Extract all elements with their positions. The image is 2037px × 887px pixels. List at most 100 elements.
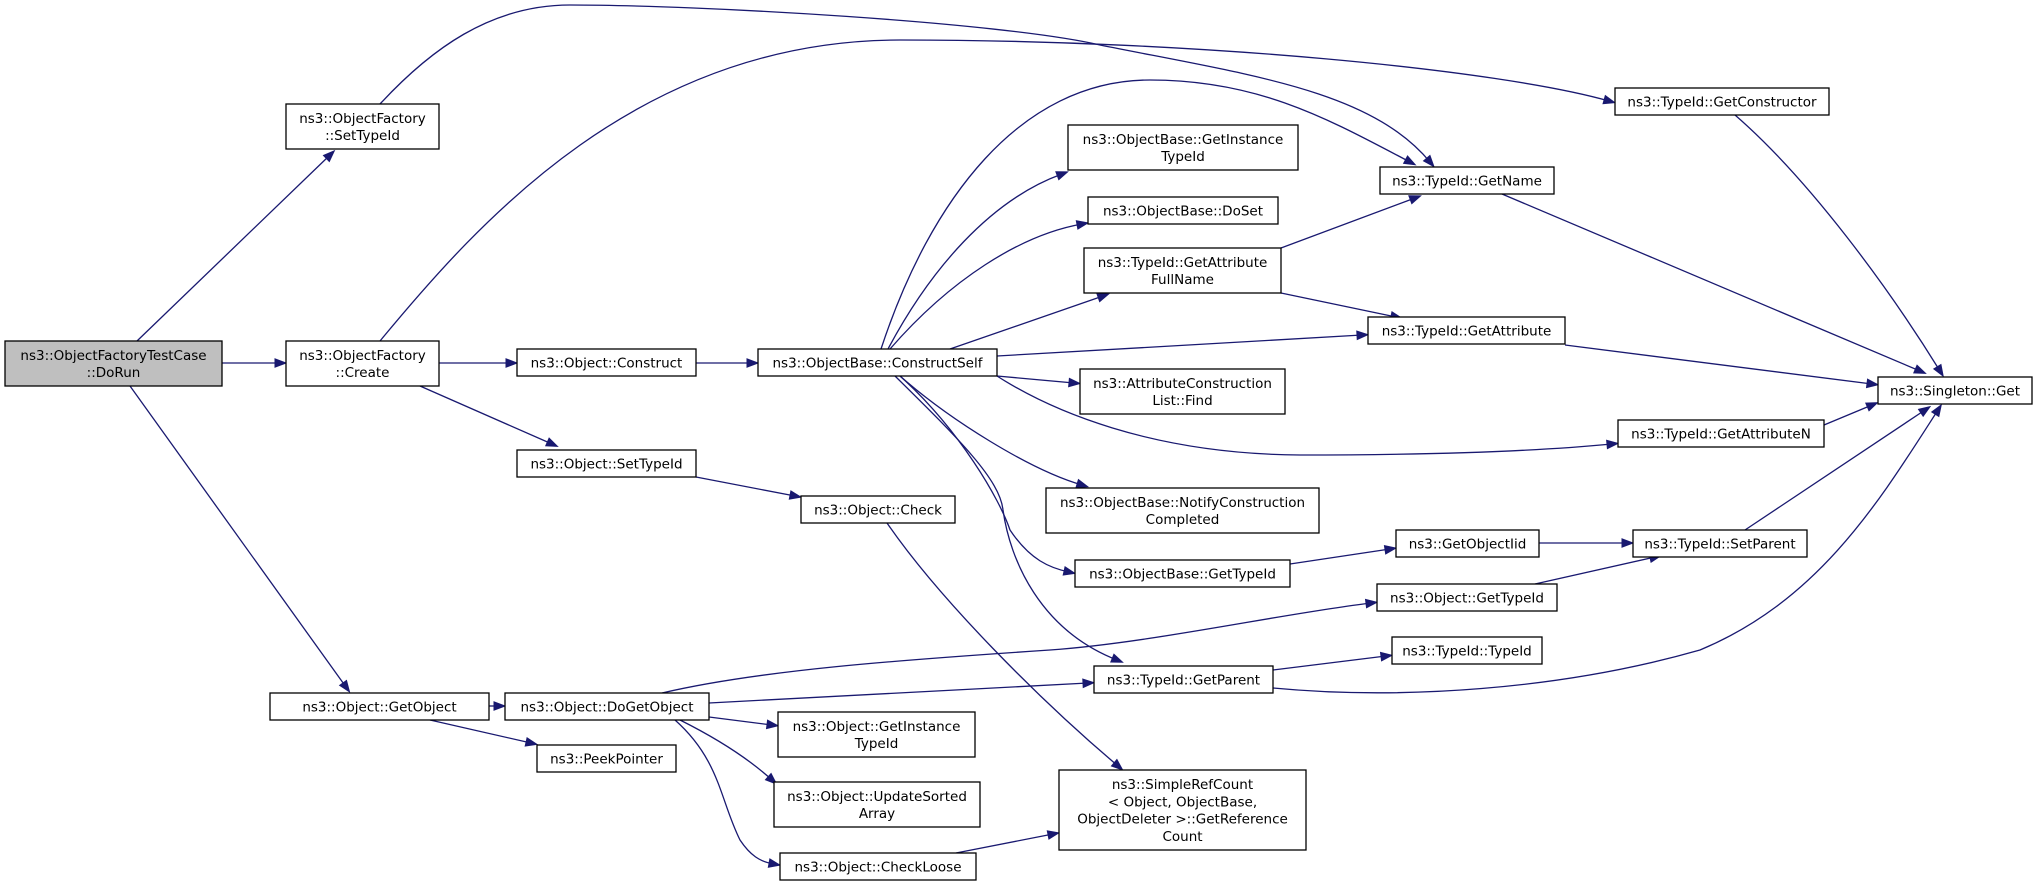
node-create[interactable]: ns3::ObjectFactory::Create (285, 340, 440, 387)
arrowhead-getname-to-singleton_get (1913, 364, 1927, 374)
node-dorun[interactable]: ns3::ObjectFactoryTestCase::DoRun (4, 340, 223, 387)
node-getattribute[interactable]: ns3::TypeId::GetAttribute (1367, 316, 1566, 345)
edge-constructself-to-getname (880, 79, 1411, 350)
node-singleton_get[interactable]: ns3::Singleton::Get (1877, 376, 2033, 405)
node-label: FullName (1151, 272, 1214, 288)
node-label: ns3::Object::GetObject (302, 700, 456, 716)
edge-constructself-to-getattrfullname (949, 295, 1104, 350)
node-construct[interactable]: ns3::Object::Construct (516, 348, 697, 377)
node-setparent[interactable]: ns3::TypeId::SetParent (1632, 529, 1808, 558)
node-constructself[interactable]: ns3::ObjectBase::ConstructSelf (757, 348, 998, 377)
node-box (777, 711, 976, 758)
node-getobject[interactable]: ns3::Object::GetObject (269, 692, 490, 721)
node-box (1395, 529, 1540, 558)
node-obj_gettypeid[interactable]: ns3::Object::GetTypeId (1376, 583, 1558, 612)
arrowhead-getobjectiid-to-setparent (1621, 538, 1635, 548)
edge-ob_gettypeid-to-getobjectiid (1289, 548, 1391, 565)
node-getparent[interactable]: ns3::TypeId::GetParent (1093, 665, 1274, 694)
node-label: ns3::TypeId::GetConstructor (1627, 95, 1817, 111)
edge-getparent-to-typeid_typeid (1272, 655, 1387, 671)
node-label: TypeId (854, 736, 899, 752)
arrowhead-checkloose-to-simplerefcount (1046, 830, 1061, 840)
node-box (757, 348, 998, 377)
node-box (800, 495, 956, 524)
node-label: ns3::SimpleRefCount (1112, 777, 1253, 793)
node-label: ns3::Object::GetTypeId (1390, 591, 1544, 607)
arrowhead-constructself-to-getattributen (1606, 439, 1620, 450)
edge-dorun-to-settypeid_factory (136, 154, 331, 342)
node-label: ns3::ObjectFactory (299, 111, 426, 127)
arrowhead-dogetobject-to-getparent (1082, 678, 1096, 689)
arrowhead-getconstructor-to-singleton_get (1932, 363, 1944, 378)
node-label: ns3::ObjectBase::DoSet (1103, 204, 1263, 220)
edge-getname-to-singleton_get (1501, 193, 1921, 372)
arrowhead-constructself-to-getattribute (1356, 330, 1370, 341)
node-check[interactable]: ns3::Object::Check (800, 495, 956, 524)
node-label: ns3::ObjectFactory (299, 348, 426, 364)
node-box (1067, 124, 1299, 171)
node-box (779, 852, 977, 881)
node-getname[interactable]: ns3::TypeId::GetName (1379, 166, 1555, 195)
node-obj_settypeid[interactable]: ns3::Object::SetTypeId (516, 449, 697, 478)
node-label: ns3::ObjectBase::ConstructSelf (773, 356, 984, 372)
node-checkloose[interactable]: ns3::Object::CheckLoose (779, 852, 977, 881)
arrowhead-constructself-to-acl_find (1068, 377, 1082, 388)
node-label: ns3::TypeId::GetAttributeN (1631, 427, 1811, 443)
node-peekpointer[interactable]: ns3::PeekPointer (536, 744, 677, 773)
arrowhead-dogetobject-to-checkloose (767, 858, 782, 868)
node-label: ns3::Object::CheckLoose (794, 860, 961, 876)
edge-obj_gettypeid-to-setparent (1534, 556, 1656, 585)
arrowhead-obj_settypeid-to-check (788, 490, 803, 500)
edge-obj_settypeid-to-check (695, 476, 796, 497)
node-doset[interactable]: ns3::ObjectBase::DoSet (1087, 196, 1279, 225)
node-label: ObjectDeleter >::GetReference (1077, 812, 1288, 828)
arrowhead-create-to-construct (505, 358, 519, 368)
arrowhead-constructself-to-doset (1075, 220, 1090, 230)
arrowhead-constructself-to-ob_gettypeid (1062, 565, 1077, 576)
node-notifyconstruction[interactable]: ns3::ObjectBase::NotifyConstructionCompl… (1045, 487, 1320, 534)
node-box (1379, 166, 1555, 195)
node-getconstructor[interactable]: ns3::TypeId::GetConstructor (1614, 87, 1830, 116)
node-label: ns3::TypeId::GetName (1392, 174, 1542, 190)
node-getobjectiid[interactable]: ns3::GetObjectIid (1395, 529, 1540, 558)
edge-constructself-to-getattributen (996, 375, 1613, 456)
edge-checkloose-to-simplerefcount (955, 833, 1054, 854)
edge-getattribute-to-singleton_get (1564, 344, 1873, 385)
node-label: ns3::TypeId::GetAttribute (1098, 255, 1268, 271)
node-box (1367, 316, 1566, 345)
node-getattributen[interactable]: ns3::TypeId::GetAttributeN (1617, 419, 1825, 448)
node-typeid_typeid[interactable]: ns3::TypeId::TypeId (1391, 636, 1543, 665)
node-label: ns3::ObjectFactoryTestCase (20, 348, 206, 364)
node-box (4, 340, 223, 387)
arrowhead-getattribute-to-singleton_get (1865, 378, 1880, 389)
node-dogetobject[interactable]: ns3::Object::DoGetObject (504, 692, 710, 721)
arrowhead-constructself-to-getname (1402, 155, 1417, 166)
edge-constructself-to-notifyconstruction (899, 375, 1083, 486)
node-label: ns3::GetObjectIid (1409, 537, 1527, 553)
node-label: ns3::PeekPointer (550, 752, 663, 768)
edge-constructself-to-getattribute (996, 334, 1363, 357)
edge-getattrfullname-to-getname (1280, 197, 1416, 249)
node-box (1877, 376, 2033, 405)
node-box (1079, 368, 1286, 415)
node-label: ::DoRun (87, 365, 141, 381)
node-label: ns3::ObjectBase::NotifyConstruction (1060, 495, 1305, 511)
node-label: < Object, ObjectBase, (1108, 794, 1257, 810)
node-label: ns3::Object::UpdateSorted (787, 789, 967, 805)
node-label: TypeId (1160, 149, 1205, 165)
edge-settypeid_factory-to-getname (379, 4, 1431, 163)
arrowhead-constructself-to-notifyconstruction (1075, 478, 1090, 489)
edge-dogetobject-to-updatesorted (679, 719, 773, 781)
edge-constructself-to-acl_find (996, 375, 1075, 384)
arrowhead-create-to-obj_settypeid (544, 437, 559, 447)
node-simplerefcount[interactable]: ns3::SimpleRefCount< Object, ObjectBase,… (1058, 769, 1307, 851)
node-label: ns3::TypeId::SetParent (1644, 537, 1795, 553)
edge-dogetobject-to-obj_gettypeid (661, 602, 1372, 694)
node-ob_gettypeid[interactable]: ns3::ObjectBase::GetTypeId (1074, 559, 1291, 588)
node-settypeid_factory[interactable]: ns3::ObjectFactory::SetTypeId (285, 103, 440, 150)
